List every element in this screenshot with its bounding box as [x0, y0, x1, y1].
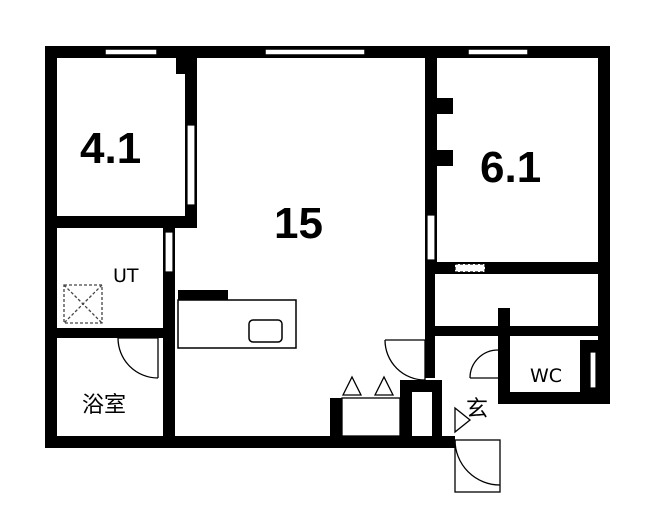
- washing-machine-icon: [63, 284, 103, 324]
- utility-label: UT: [113, 265, 139, 287]
- entrance-step-icon: [454, 406, 472, 434]
- exterior-walls: [45, 46, 610, 448]
- storage-shelf-icon: [341, 375, 401, 437]
- room-east-size: 6.1: [480, 143, 541, 192]
- openings: [164, 124, 597, 389]
- entrance-wall: [417, 436, 455, 448]
- toilet-label: WC: [530, 365, 562, 387]
- windows-top: [104, 48, 529, 56]
- room-west-size: 4.1: [80, 124, 141, 173]
- kitchen-counter: [177, 299, 297, 349]
- door-swings: [117, 337, 501, 493]
- bathroom-label: 浴室: [82, 393, 126, 418]
- living-size: 15: [274, 199, 323, 248]
- interior-walls: [57, 58, 598, 436]
- entrance-label: 玄: [466, 397, 488, 422]
